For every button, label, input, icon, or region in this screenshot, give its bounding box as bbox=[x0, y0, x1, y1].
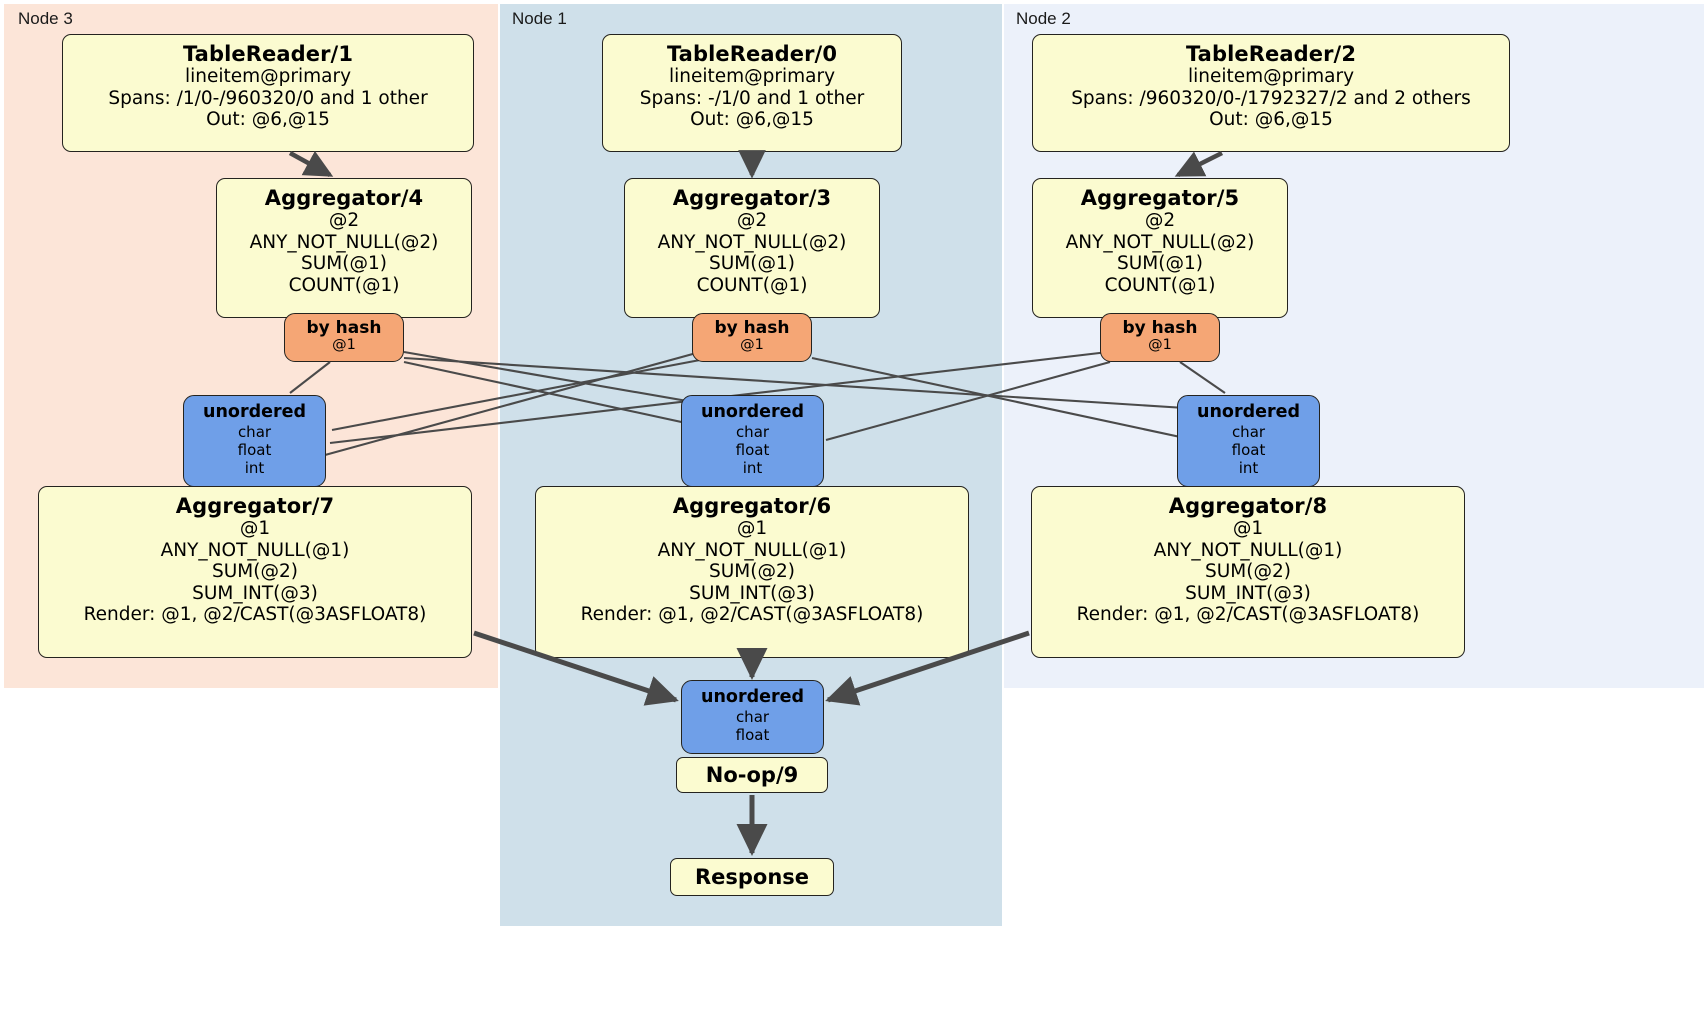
processor-line: COUNT(@1) bbox=[1104, 274, 1216, 296]
processor-title: No-op/9 bbox=[705, 763, 799, 787]
processor-line: COUNT(@1) bbox=[288, 274, 400, 296]
synchronizer-unordered-right[interactable]: unordered char float int bbox=[1177, 395, 1320, 487]
router-by-hash-aggregator-3[interactable]: by hash @1 bbox=[692, 313, 812, 362]
synchronizer-line: int bbox=[1238, 459, 1259, 477]
synchronizer-title: unordered bbox=[1197, 402, 1300, 422]
processor-line: ANY_NOT_NULL(@1) bbox=[1153, 539, 1343, 561]
processor-line: Spans: -/1/0 and 1 other bbox=[639, 87, 865, 109]
router-title: by hash bbox=[1122, 318, 1198, 338]
synchronizer-line: int bbox=[742, 459, 763, 477]
processor-line: lineitem@primary bbox=[1187, 66, 1355, 88]
router-line: @1 bbox=[740, 336, 764, 353]
synchronizer-line: float bbox=[735, 726, 770, 744]
synchronizer-line: char bbox=[735, 708, 770, 726]
synchronizer-line: float bbox=[1231, 441, 1266, 459]
processor-aggregator-7[interactable]: Aggregator/7 @1 ANY_NOT_NULL(@1) SUM(@2)… bbox=[38, 486, 472, 658]
processor-title: Aggregator/8 bbox=[1168, 494, 1328, 518]
synchronizer-line: float bbox=[237, 441, 272, 459]
synchronizer-title: unordered bbox=[203, 402, 306, 422]
processor-line: ANY_NOT_NULL(@2) bbox=[1065, 231, 1255, 253]
processor-response[interactable]: Response bbox=[670, 858, 834, 896]
processor-line: @2 bbox=[1144, 210, 1176, 232]
processor-aggregator-5[interactable]: Aggregator/5 @2 ANY_NOT_NULL(@2) SUM(@1)… bbox=[1032, 178, 1288, 318]
processor-line: Out: @6,@15 bbox=[690, 109, 814, 131]
processor-line: Render: @1, @2/CAST(@3ASFLOAT8) bbox=[83, 604, 427, 626]
processor-line: @2 bbox=[736, 210, 768, 232]
processor-line: COUNT(@1) bbox=[696, 274, 808, 296]
processor-title: Aggregator/4 bbox=[264, 186, 424, 210]
synchronizer-line: float bbox=[735, 441, 770, 459]
synchronizer-line: int bbox=[244, 459, 265, 477]
synchronizer-title: unordered bbox=[701, 402, 804, 422]
processor-line: @2 bbox=[328, 210, 360, 232]
processor-tablereader-2[interactable]: TableReader/2 lineitem@primary Spans: /9… bbox=[1032, 34, 1510, 152]
processor-line: ANY_NOT_NULL(@1) bbox=[657, 539, 847, 561]
processor-aggregator-4[interactable]: Aggregator/4 @2 ANY_NOT_NULL(@2) SUM(@1)… bbox=[216, 178, 472, 318]
processor-line: @1 bbox=[736, 518, 768, 540]
processor-line: SUM_INT(@3) bbox=[1185, 582, 1311, 604]
processor-title: Aggregator/3 bbox=[672, 186, 832, 210]
router-title: by hash bbox=[306, 318, 382, 338]
synchronizer-line: char bbox=[237, 423, 272, 441]
processor-title: Response bbox=[694, 865, 810, 889]
processor-line: SUM(@1) bbox=[301, 253, 387, 275]
processor-line: SUM(@2) bbox=[709, 561, 795, 583]
processor-line: Out: @6,@15 bbox=[206, 109, 330, 131]
processor-line: Render: @1, @2/CAST(@3ASFLOAT8) bbox=[580, 604, 924, 626]
processor-line: Out: @6,@15 bbox=[1209, 109, 1333, 131]
processor-title: TableReader/1 bbox=[182, 42, 354, 66]
node-label-node1: Node 1 bbox=[512, 9, 567, 28]
processor-line: Spans: /960320/0-/1792327/2 and 2 others bbox=[1071, 87, 1471, 109]
processor-line: ANY_NOT_NULL(@2) bbox=[249, 231, 439, 253]
synchronizer-title: unordered bbox=[701, 687, 804, 707]
processor-title: Aggregator/7 bbox=[175, 494, 335, 518]
processor-line: lineitem@primary bbox=[184, 66, 352, 88]
processor-line: @1 bbox=[239, 518, 271, 540]
router-line: @1 bbox=[332, 336, 356, 353]
processor-aggregator-6[interactable]: Aggregator/6 @1 ANY_NOT_NULL(@1) SUM(@2)… bbox=[535, 486, 969, 658]
synchronizer-line: char bbox=[735, 423, 770, 441]
node-label-node2: Node 2 bbox=[1016, 9, 1071, 28]
processor-line: lineitem@primary bbox=[668, 66, 836, 88]
synchronizer-unordered-final[interactable]: unordered char float bbox=[681, 680, 824, 754]
processor-line: ANY_NOT_NULL(@2) bbox=[657, 231, 847, 253]
processor-noop-9[interactable]: No-op/9 bbox=[676, 757, 828, 793]
processor-title: TableReader/2 bbox=[1185, 42, 1357, 66]
processor-line: Spans: /1/0-/960320/0 and 1 other bbox=[108, 87, 428, 109]
synchronizer-unordered-left[interactable]: unordered char float int bbox=[183, 395, 326, 487]
processor-aggregator-3[interactable]: Aggregator/3 @2 ANY_NOT_NULL(@2) SUM(@1)… bbox=[624, 178, 880, 318]
router-line: @1 bbox=[1148, 336, 1172, 353]
processor-line: SUM(@1) bbox=[709, 253, 795, 275]
synchronizer-line: char bbox=[1231, 423, 1266, 441]
processor-title: Aggregator/6 bbox=[672, 494, 832, 518]
processor-aggregator-8[interactable]: Aggregator/8 @1 ANY_NOT_NULL(@1) SUM(@2)… bbox=[1031, 486, 1465, 658]
processor-tablereader-1[interactable]: TableReader/1 lineitem@primary Spans: /1… bbox=[62, 34, 474, 152]
processor-tablereader-0[interactable]: TableReader/0 lineitem@primary Spans: -/… bbox=[602, 34, 902, 152]
processor-line: SUM(@1) bbox=[1117, 253, 1203, 275]
processor-title: Aggregator/5 bbox=[1080, 186, 1240, 210]
processor-line: SUM_INT(@3) bbox=[192, 582, 318, 604]
processor-line: @1 bbox=[1232, 518, 1264, 540]
processor-line: SUM_INT(@3) bbox=[689, 582, 815, 604]
processor-line: SUM(@2) bbox=[212, 561, 298, 583]
router-by-hash-aggregator-4[interactable]: by hash @1 bbox=[284, 313, 404, 362]
processor-line: ANY_NOT_NULL(@1) bbox=[160, 539, 350, 561]
processor-line: Render: @1, @2/CAST(@3ASFLOAT8) bbox=[1076, 604, 1420, 626]
processor-title: TableReader/0 bbox=[666, 42, 838, 66]
router-title: by hash bbox=[714, 318, 790, 338]
processor-line: SUM(@2) bbox=[1205, 561, 1291, 583]
router-by-hash-aggregator-5[interactable]: by hash @1 bbox=[1100, 313, 1220, 362]
synchronizer-unordered-center[interactable]: unordered char float int bbox=[681, 395, 824, 487]
node-label-node3: Node 3 bbox=[18, 9, 73, 28]
